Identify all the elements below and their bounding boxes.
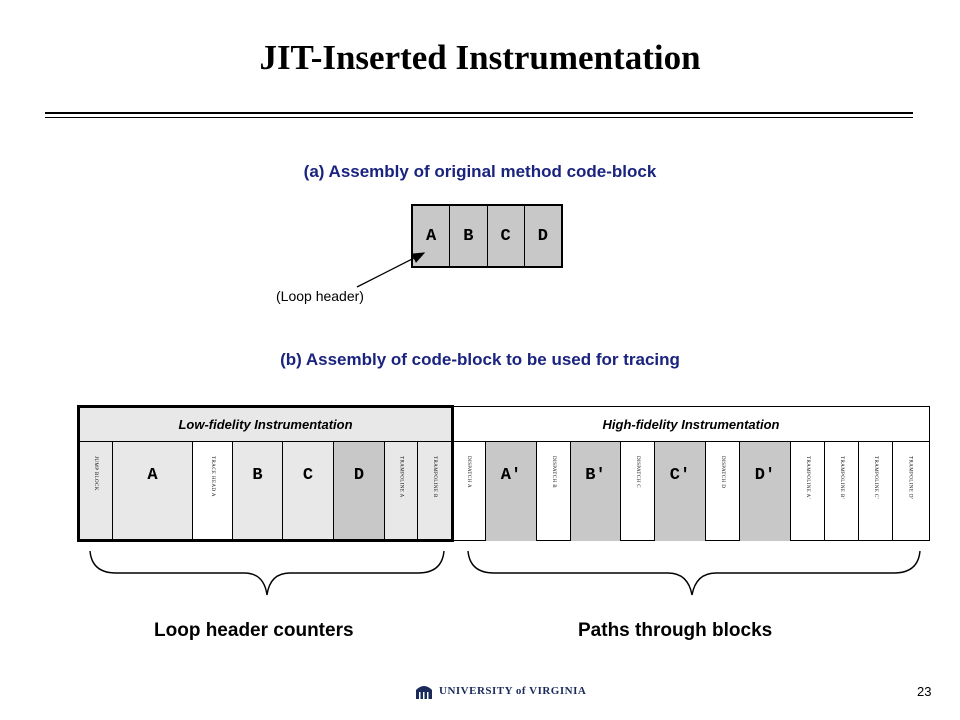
original-block-c: C [487, 206, 525, 266]
cell-label: DISPATCH C [635, 456, 640, 489]
cell-trampoline-b-prime: TRAMPOLINE B′ [825, 442, 859, 541]
cell-trampoline-b: TRAMPOLINE B [418, 442, 452, 541]
cell-b-prime: B′ [571, 442, 621, 541]
slide-title: JIT-Inserted Instrumentation [259, 38, 701, 77]
title-rule-thick [45, 112, 913, 114]
title-rule-thin [45, 117, 913, 118]
cell-label: JUMP BLOCK [93, 456, 98, 491]
rotunda-icon [416, 686, 432, 699]
university-logo: UNIVERSITY of VIRGINIA [415, 682, 586, 700]
original-block-a: A [413, 206, 451, 266]
original-block-d: D [524, 206, 561, 266]
cell-a-prime: A′ [486, 442, 537, 541]
cell-dispatch-c: DISPATCH C [621, 442, 655, 541]
tracing-cells: JUMP BLOCK A TRACE HEAD A B C D TRAMPOLI… [79, 441, 929, 541]
low-fidelity-outline [77, 405, 454, 542]
original-code-block: A B C D [411, 204, 563, 268]
cell-label: TRAMPOLINE D′ [907, 456, 913, 500]
cell-label: TRACE HEAD A [210, 456, 215, 497]
cell-trace-head-a: TRACE HEAD A [193, 442, 233, 541]
braces [89, 550, 921, 596]
cell-label: TRAMPOLINE A [398, 456, 404, 498]
cell-b: B [233, 442, 283, 541]
cell-label: DISPATCH B [551, 456, 556, 489]
loop-header-counters-label: Loop header counters [154, 620, 354, 641]
cell-label: TRAMPOLINE C′ [873, 456, 878, 500]
page-number: 23 [917, 684, 932, 699]
cell-c: C [283, 442, 334, 541]
caption-a: (a) Assembly of original method code-blo… [303, 162, 657, 181]
cell-jump-block: JUMP BLOCK [79, 442, 113, 541]
cell-dispatch-d: DISPATCH D [706, 442, 740, 541]
cell-dispatch-b: DISPATCH B [537, 442, 571, 541]
original-block-b: B [450, 206, 488, 266]
cell-label: TRAMPOLINE A′ [805, 456, 810, 500]
cell-label: DISPATCH A [466, 456, 471, 489]
caption-b: (b) Assembly of code-block to be used fo… [280, 350, 680, 369]
university-name: UNIVERSITY of VIRGINIA [439, 685, 587, 697]
cell-trampoline-d-prime: TRAMPOLINE D′ [893, 442, 927, 541]
cell-dispatch-a: DISPATCH A [452, 442, 486, 541]
paths-through-blocks-label: Paths through blocks [578, 620, 773, 641]
left-brace [89, 550, 445, 596]
cell-d-prime: D′ [740, 442, 791, 541]
cell-trampoline-a: TRAMPOLINE A [385, 442, 418, 541]
cell-a: A [113, 442, 193, 541]
low-fidelity-header: Low-fidelity Instrumentation [79, 407, 452, 441]
cell-trampoline-a-prime: TRAMPOLINE A′ [791, 442, 825, 541]
cell-label: TRAMPOLINE B [432, 456, 437, 498]
loop-header-label: (Loop header) [276, 288, 364, 304]
high-fidelity-header: High-fidelity Instrumentation [452, 407, 929, 441]
cell-d: D [334, 442, 385, 541]
cell-label: TRAMPOLINE B′ [839, 456, 844, 500]
cell-label: DISPATCH D [720, 456, 725, 489]
right-brace [467, 550, 921, 596]
cell-trampoline-c-prime: TRAMPOLINE C′ [859, 442, 893, 541]
cell-c-prime: C′ [655, 442, 706, 541]
